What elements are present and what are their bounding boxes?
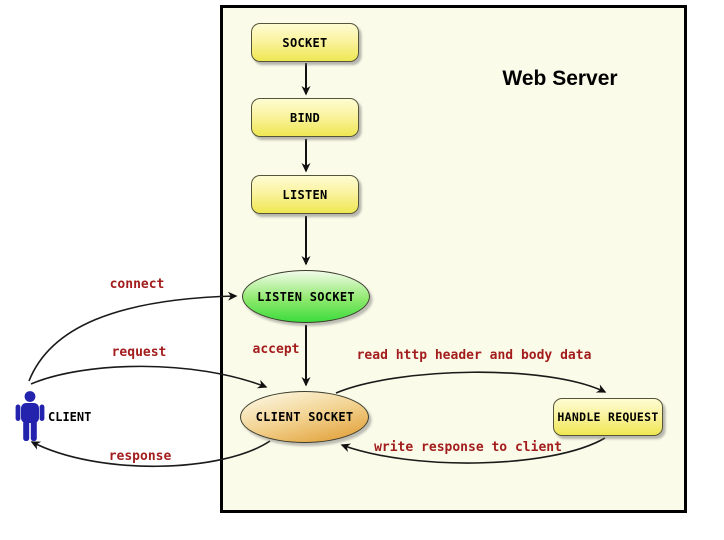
node-socket: SOCKET: [251, 23, 359, 62]
page-title: Web Server: [502, 67, 618, 90]
node-client-socket: CLIENT SOCKET: [240, 391, 369, 443]
client-person-icon: [15, 391, 45, 441]
client-label: CLIENT: [48, 410, 92, 424]
node-listen-socket: LISTEN SOCKET: [242, 270, 370, 323]
edge-label-accept: accept: [252, 342, 300, 357]
edge-label-read-http: read http header and body data: [356, 348, 592, 363]
edge-label-response: response: [108, 449, 172, 464]
edge-label-connect: connect: [109, 277, 165, 292]
node-bind: BIND: [251, 98, 359, 137]
node-listen: LISTEN: [251, 175, 359, 214]
edge-label-request: request: [111, 345, 167, 360]
arrow-connect: [28, 291, 238, 382]
edge-label-write-response: write response to client: [374, 440, 562, 455]
node-handle-request: HANDLE REQUEST: [553, 398, 663, 436]
